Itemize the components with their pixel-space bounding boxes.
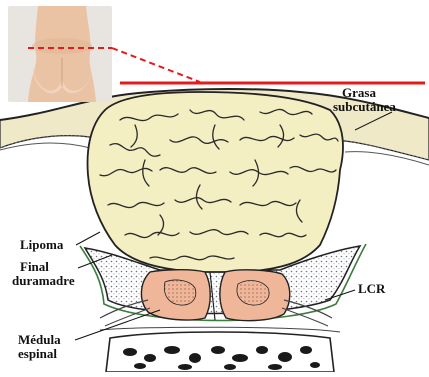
connector-dashed-line: [112, 48, 200, 82]
label-final-line2: duramadre: [12, 274, 75, 288]
label-medula-line2: espinal: [18, 347, 57, 361]
label-lipoma: Lipoma: [20, 238, 63, 252]
label-final-line1: Final: [20, 260, 49, 274]
label-lcr: LCR: [358, 282, 385, 296]
lipoma-mass: [88, 92, 343, 272]
label-grasa-line2: subcutánea: [333, 100, 396, 114]
label-medula-line1: Médula: [18, 333, 61, 347]
back-photo: [8, 6, 112, 102]
label-grasa-line1: Grasa: [342, 86, 376, 100]
